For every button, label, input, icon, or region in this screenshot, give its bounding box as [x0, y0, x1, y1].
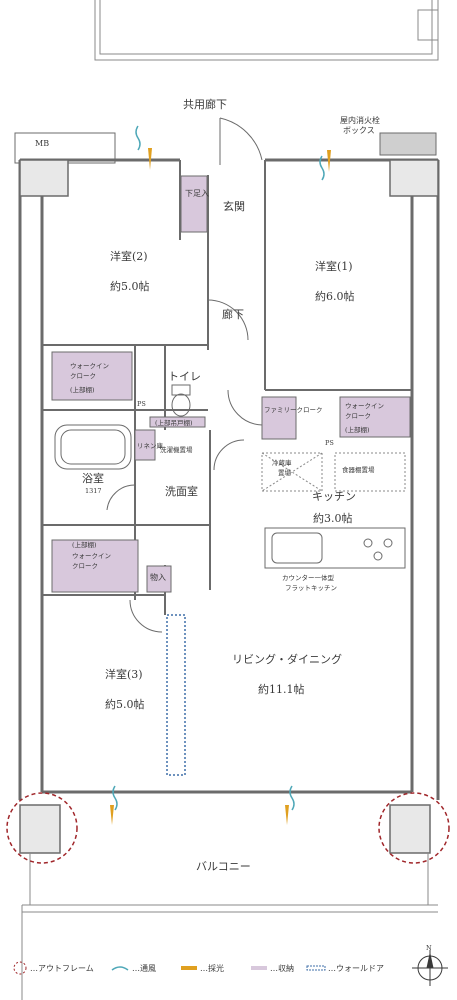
toilet-shelf	[149, 416, 206, 428]
compass-icon: N	[412, 944, 448, 986]
linen-storage	[134, 429, 156, 461]
appliance-places	[261, 452, 406, 492]
wic2-upper: (上部棚)	[70, 385, 95, 394]
room-western2-name: 洋室(2)	[110, 249, 148, 263]
door-arcs	[106, 299, 263, 633]
wic1-upper: (上部棚)	[345, 425, 370, 434]
toilet-label: トイレ	[168, 370, 201, 383]
labels: 共用廊下 屋内消火栓 ボックス MB 洋室(2) 約5.0帖 洋室(1) 約6.…	[30, 97, 384, 973]
toilet-upper: (上部吊戸棚)	[155, 418, 193, 427]
balcony-rails	[21, 853, 438, 1000]
shoe-label: 下足入	[185, 189, 209, 198]
wic1-storage	[339, 396, 411, 438]
legend-wall-door: …ウォールドア	[328, 964, 384, 973]
fridge-line2: 置場	[278, 468, 292, 477]
storage-box	[146, 565, 172, 593]
wic2-storage	[51, 351, 133, 401]
svg-text:N: N	[426, 944, 432, 952]
counter-line2: フラットキッチン	[285, 584, 337, 592]
washroom-label: 洗面室	[165, 484, 198, 498]
room-western2-size: 約5.0帖	[110, 279, 150, 293]
wic1-line2: クローク	[345, 412, 371, 420]
storage-areas	[51, 175, 411, 593]
bath-size: 1317	[85, 487, 102, 495]
light-markers	[110, 148, 331, 825]
room-western1-size: 約6.0帖	[315, 289, 355, 303]
room-western3-name: 洋室(3)	[105, 667, 143, 681]
hydrant-label-1: 屋内消火栓	[340, 115, 380, 125]
family-closet	[261, 396, 297, 440]
exterior-walls	[18, 158, 440, 800]
family-closet-label: ファミリークローク	[264, 406, 323, 414]
wic1-line1: ウォークイン	[345, 402, 384, 410]
kitchen-size: 約3.0帖	[313, 511, 353, 525]
legend-icons	[13, 961, 326, 975]
outframe-markers	[6, 792, 450, 864]
legend-storage: …収納	[270, 963, 294, 973]
wic3-line1: ウォークイン	[72, 552, 111, 560]
ps-label-1: PS	[137, 400, 146, 408]
hallway-label: 廊下	[222, 307, 244, 321]
bathtub	[54, 424, 132, 470]
kitchen-name: キッチン	[312, 490, 356, 503]
wic3-line2: クローク	[72, 562, 98, 570]
room-western3-size: 約5.0帖	[105, 697, 145, 711]
dish-label: 食器棚置場	[342, 465, 375, 474]
corridor-door	[219, 117, 263, 165]
wic3-storage	[51, 539, 139, 593]
wic2-line2: クローク	[70, 372, 96, 380]
bath-label: 浴室	[82, 471, 104, 485]
linen-label: リネン庫	[137, 441, 164, 450]
ldk-name: リビング・ダイニング	[232, 652, 342, 666]
columns	[19, 159, 439, 854]
wic3-upper: (上部棚)	[72, 540, 97, 549]
legend-lighting: …採光	[200, 963, 224, 973]
hydrant-label-2: ボックス	[343, 126, 375, 135]
hydrant-box	[379, 132, 437, 156]
shoe-storage	[180, 175, 208, 233]
corridor-label: 共用廊下	[183, 97, 227, 111]
fridge-line1: 冷蔵庫	[272, 458, 292, 467]
ldk-size: 約11.1帖	[258, 682, 305, 696]
ps-label-2: PS	[325, 439, 334, 447]
wic2-line1: ウォークイン	[70, 362, 109, 370]
vent-markers	[112, 125, 325, 811]
counter-line1: カウンター一体型	[282, 573, 335, 582]
legend-ventilation: …通風	[132, 963, 156, 973]
legend-outframe: …アウトフレーム	[30, 964, 94, 973]
toilet-fixture	[171, 384, 191, 417]
room-western1-name: 洋室(1)	[315, 259, 353, 273]
entrance-label: 玄関	[223, 199, 245, 213]
upper-outline	[94, 0, 439, 61]
wall-door	[166, 614, 186, 776]
mb-label: MB	[35, 139, 49, 148]
storage-label: 物入	[150, 572, 166, 582]
balcony-label: バルコニー	[196, 860, 251, 873]
kitchen-counter	[264, 527, 406, 569]
washer-label: 洗濯機置場	[160, 445, 193, 454]
